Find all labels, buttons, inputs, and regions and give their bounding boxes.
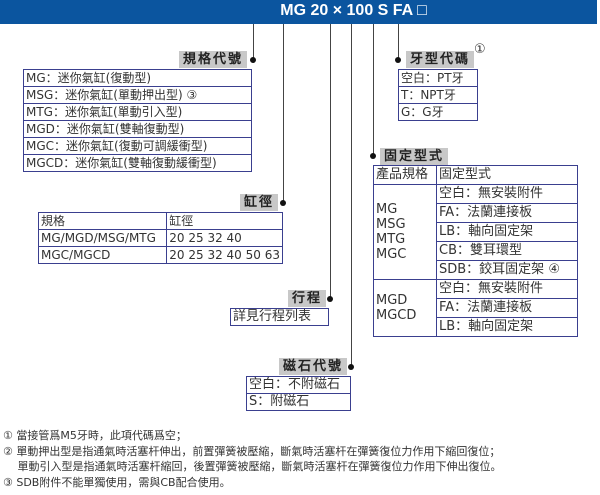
spec-row: MSG：迷你氣缸(單動押出型) ③ — [23, 86, 252, 104]
thread-note-marker: ① — [474, 42, 486, 57]
note: ③ SDB附件不能單獨使用，需與CB配合使用。 — [3, 475, 231, 489]
model: MGD — [376, 293, 408, 308]
stroke-table: 詳見行程列表 — [230, 308, 329, 326]
spec-row: MGC：迷你氣缸(復動可調緩衝型) — [23, 137, 252, 155]
mount-header: 固定型式 — [436, 165, 578, 185]
mount-option: 空白：無安裝附件 — [436, 184, 578, 204]
mount-option: FA：法蘭連接板 — [436, 298, 578, 318]
notes: ① 當接管爲M5牙時，此項代碼爲空； ② 單動押出型是指通氣時活塞杆伸出，前置彈… — [3, 428, 502, 490]
connector-dot — [280, 200, 286, 206]
connector-thread — [398, 24, 399, 60]
stroke-label: 行程 — [288, 290, 327, 307]
thread-label: 牙型代碼 — [406, 51, 475, 68]
connector-dot — [370, 153, 376, 159]
connector-dot — [395, 57, 401, 63]
mount-header: 產品規格 — [373, 165, 437, 185]
mount-option: SDB：鉸耳固定架 ④ — [436, 260, 578, 280]
model-code: MG 20 × 100 S FA □ — [280, 2, 427, 19]
note: 單動引入型是指通氣時活塞杆縮回，後置彈簧被壓縮，斷氣時活塞杆在彈簧復位力作用下伸… — [3, 460, 502, 473]
bore-header: 缸徑 — [166, 212, 283, 230]
connector-spec — [253, 24, 254, 60]
magnet-row: S：附磁石 — [246, 393, 351, 411]
bore-sizes: 20 25 32 40 50 63 — [166, 246, 283, 264]
stroke-value: 詳見行程列表 — [230, 308, 329, 326]
bore-label: 缸徑 — [240, 194, 279, 211]
spec-row: MG：迷你氣缸(復動型) — [23, 69, 252, 87]
spec-row: MTG：迷你氣缸(單動引入型) — [23, 103, 252, 121]
magnet-row: 空白：不附磁石 — [246, 376, 351, 394]
bore-model: MG/MGD/MSG/MTG — [37, 229, 168, 247]
mount-label: 固定型式 — [380, 148, 449, 165]
bore-header: 規格 — [37, 212, 168, 230]
model: MSG — [376, 217, 406, 232]
connector-stroke — [330, 24, 331, 300]
connector-dot — [250, 57, 256, 63]
header-bar — [0, 0, 597, 24]
thread-row: T：NPT牙 — [398, 86, 478, 104]
mount-table: 產品規格固定型式 MG MSG MTG MGC 空白：無安裝附件 FA：法蘭連接… — [373, 165, 578, 337]
connector-dot — [348, 364, 354, 370]
spec-row: MGCD：迷你氣缸(雙軸復動緩衝型) — [23, 154, 252, 172]
mount-option: LB：軸向固定架 — [436, 222, 578, 242]
thread-row: 空白：PT牙 — [398, 69, 478, 87]
model: MGC — [376, 247, 407, 262]
model: MGCD — [376, 308, 417, 323]
magnet-table: 空白：不附磁石 S：附磁石 — [246, 376, 351, 411]
mount-option: CB：雙耳環型 — [436, 241, 578, 261]
mount-models-2: MGD MGCD — [373, 279, 437, 337]
model: MG — [376, 202, 398, 217]
bore-sizes: 20 25 32 40 — [166, 229, 283, 247]
connector-bore — [283, 24, 284, 205]
mount-option: 空白：無安裝附件 — [436, 279, 578, 299]
thread-row: G：G牙 — [398, 103, 478, 121]
mount-option: FA：法蘭連接板 — [436, 203, 578, 223]
mount-option: LB：軸向固定架 — [436, 317, 578, 337]
mount-models-1: MG MSG MTG MGC — [373, 184, 437, 280]
model: MTG — [376, 232, 406, 247]
note: ① 當接管爲M5牙時，此項代碼爲空； — [3, 429, 187, 442]
spec-label: 規格代號 — [179, 51, 248, 68]
connector-dot — [327, 296, 333, 302]
connector-mount — [373, 24, 374, 157]
magnet-label: 磁石代號 — [279, 358, 348, 375]
thread-table: 空白：PT牙 T：NPT牙 G：G牙 — [398, 69, 478, 121]
spec-table: MG：迷你氣缸(復動型) MSG：迷你氣缸(單動押出型) ③ MTG：迷你氣缸(… — [23, 69, 252, 172]
connector-magnet — [351, 24, 352, 368]
note: ② 單動押出型是指通氣時活塞杆伸出，前置彈簧被壓縮，斷氣時活塞杆在彈簧復位力作用… — [3, 444, 501, 458]
bore-model: MGC/MGCD — [37, 246, 168, 264]
spec-row: MGD：迷你氣缸(雙軸復動型) — [23, 120, 252, 138]
